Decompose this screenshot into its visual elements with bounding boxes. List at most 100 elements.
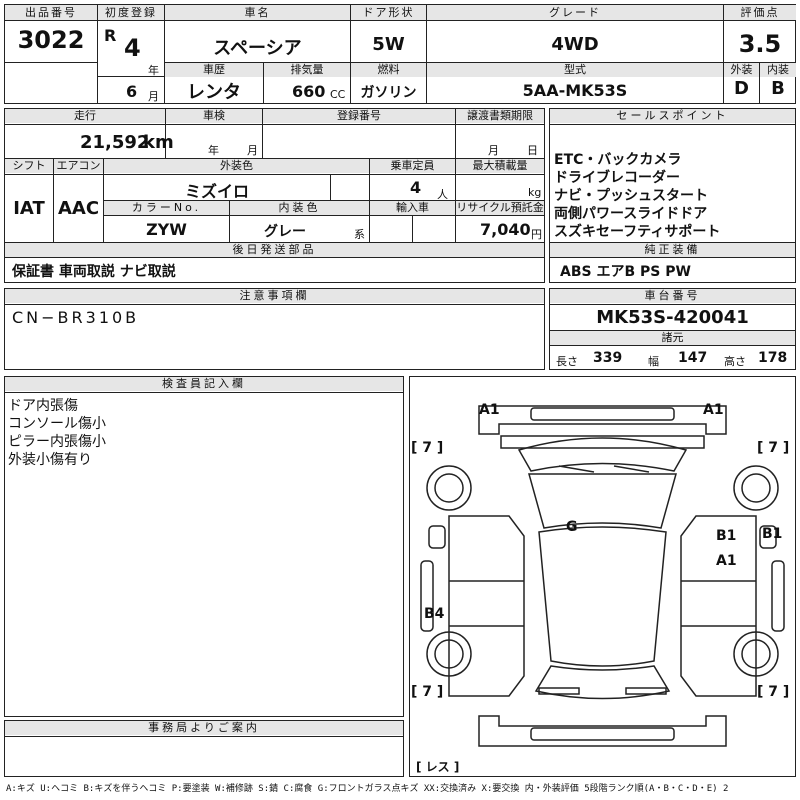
inspector-line-1: ドア内張傷	[8, 398, 78, 414]
mileage-value: 21,592	[80, 132, 150, 153]
max-load-label: 最大積載量	[456, 159, 544, 173]
displacement-unit: CC	[330, 88, 346, 101]
month-unit: 月	[148, 90, 159, 103]
mark-left-rear: B4	[424, 606, 445, 622]
mark-right-side: B1	[762, 526, 783, 542]
length-value: 339	[593, 350, 623, 366]
tire-mark-front-right: [ 7 ]	[757, 440, 790, 456]
history: レンタ	[187, 82, 241, 103]
capacity: 4	[410, 178, 422, 197]
color-no-label: カラーNo.	[104, 201, 229, 215]
interior-grade: B	[771, 78, 785, 99]
sales-label: セールスポイント	[550, 109, 795, 123]
mileage-label: 走行	[5, 109, 165, 123]
sales-point-5: スズキセーフティサポート	[554, 224, 721, 240]
mark-right-door-top: B1	[716, 528, 737, 544]
equipment-label: 純正装備	[550, 243, 795, 257]
transfer-day-unit: 日	[527, 144, 538, 157]
ac-label: エアコン	[54, 159, 103, 173]
grade-label: グレード	[427, 5, 723, 21]
chassis-number: MK53S-420041	[596, 307, 749, 328]
inspection-year-unit: 年	[208, 144, 219, 157]
car-diagram-drawing	[420, 405, 785, 747]
color-no: ZYW	[146, 220, 187, 239]
model-label: 型式	[427, 63, 723, 77]
ac: AAC	[57, 198, 100, 219]
spec-label: 諸元	[550, 331, 795, 345]
inspector-line-2: コンソール傷小	[8, 416, 106, 432]
exterior-grade: D	[734, 78, 749, 99]
inspector-line-3: ピラー内張傷小	[8, 434, 106, 450]
recycle-value: 7,040	[480, 220, 531, 239]
height-label: 高さ	[724, 355, 746, 368]
office-label: 事務局よりご案内	[5, 721, 403, 735]
shift: IAT	[13, 198, 45, 219]
era: R	[104, 26, 117, 45]
length-label: 長さ	[556, 355, 578, 368]
transfer-month-unit: 月	[488, 144, 499, 157]
history-label: 車歴	[165, 63, 263, 77]
transfer-label: 譲渡書類期限	[456, 109, 544, 123]
chassis-label: 車台番号	[550, 289, 795, 303]
height-value: 178	[758, 350, 788, 366]
notes-text: CN−BR310B	[12, 308, 140, 327]
regno-label: 登録番号	[263, 109, 455, 123]
ext-color: ミズイロ	[184, 182, 249, 201]
grade: 4WD	[551, 34, 599, 55]
model-code: 5AA-MK53S	[522, 81, 628, 100]
int-color-unit: 系	[354, 228, 365, 241]
notes-label: 注意事項欄	[5, 289, 544, 303]
sales-point-4: 両側パワースライドドア	[554, 206, 708, 222]
score-label: 評価点	[724, 5, 796, 21]
tire-mark-rear-left: [ 7 ]	[411, 684, 444, 700]
inspection-month-unit: 月	[247, 144, 258, 157]
capacity-unit: 人	[437, 188, 448, 201]
fuel: ガソリン	[360, 85, 417, 101]
door-label: ドア形状	[351, 5, 426, 21]
lot-label: 出品番号	[5, 5, 97, 21]
inspector-line-4: 外装小傷有り	[8, 452, 92, 468]
width-value: 147	[678, 350, 708, 366]
shipping-items: 保証書 車両取説 ナビ取説	[12, 264, 176, 280]
equipment-list: ABS エアB PS PW	[560, 264, 691, 280]
legend: A:キズ U:ヘコミ B:キズを伴うヘコミ P:要塗装 W:補修跡 S:錆 C:…	[6, 784, 729, 794]
mileage-unit: km	[143, 132, 174, 153]
shift-label: シフト	[5, 159, 53, 173]
exterior-label: 外装	[724, 63, 759, 77]
import-label: 輸入車	[370, 201, 455, 215]
sales-point-3: ナビ・プッシュスタート	[554, 188, 708, 204]
mark-front-left: A1	[479, 402, 500, 418]
door-type: 5W	[372, 34, 405, 55]
int-color: グレー	[264, 224, 306, 240]
inspector-label: 検査員記入欄	[5, 377, 403, 391]
name-label: 車名	[165, 5, 350, 21]
car-diagram	[409, 376, 796, 777]
interior-label: 内装	[760, 63, 796, 77]
inspector-box	[4, 376, 404, 717]
capacity-label: 乗車定員	[370, 159, 455, 173]
tire-mark-front-left: [ 7 ]	[411, 440, 444, 456]
spare-tire-mark: [ レス ]	[416, 760, 460, 774]
fuel-label: 燃料	[351, 63, 426, 77]
mark-center: G	[566, 519, 578, 535]
car-name: スペーシア	[213, 38, 302, 59]
width-label: 幅	[648, 355, 659, 368]
shipping-label: 後日発送部品	[5, 243, 544, 257]
reg-year: 4	[124, 34, 141, 62]
tire-mark-rear-right: [ 7 ]	[757, 684, 790, 700]
displacement-label: 排気量	[264, 63, 350, 77]
int-color-label: 内装色	[230, 201, 369, 215]
sales-point-2: ドライブレコーダー	[554, 170, 680, 186]
year-unit: 年	[148, 64, 159, 77]
first-reg-label: 初度登録	[98, 5, 164, 21]
score: 3.5	[738, 30, 782, 58]
lot-number: 3022	[17, 26, 85, 54]
ext-color-label: 外装色	[104, 159, 369, 173]
displacement: 660	[292, 82, 326, 101]
reg-month: 6	[126, 82, 138, 101]
inspection-label: 車検	[166, 109, 262, 123]
mark-front-right: A1	[703, 402, 724, 418]
recycle-label: リサイクル預託金	[456, 201, 544, 215]
mark-right-door-bottom: A1	[716, 553, 737, 569]
max-load-unit: kg	[528, 186, 542, 199]
